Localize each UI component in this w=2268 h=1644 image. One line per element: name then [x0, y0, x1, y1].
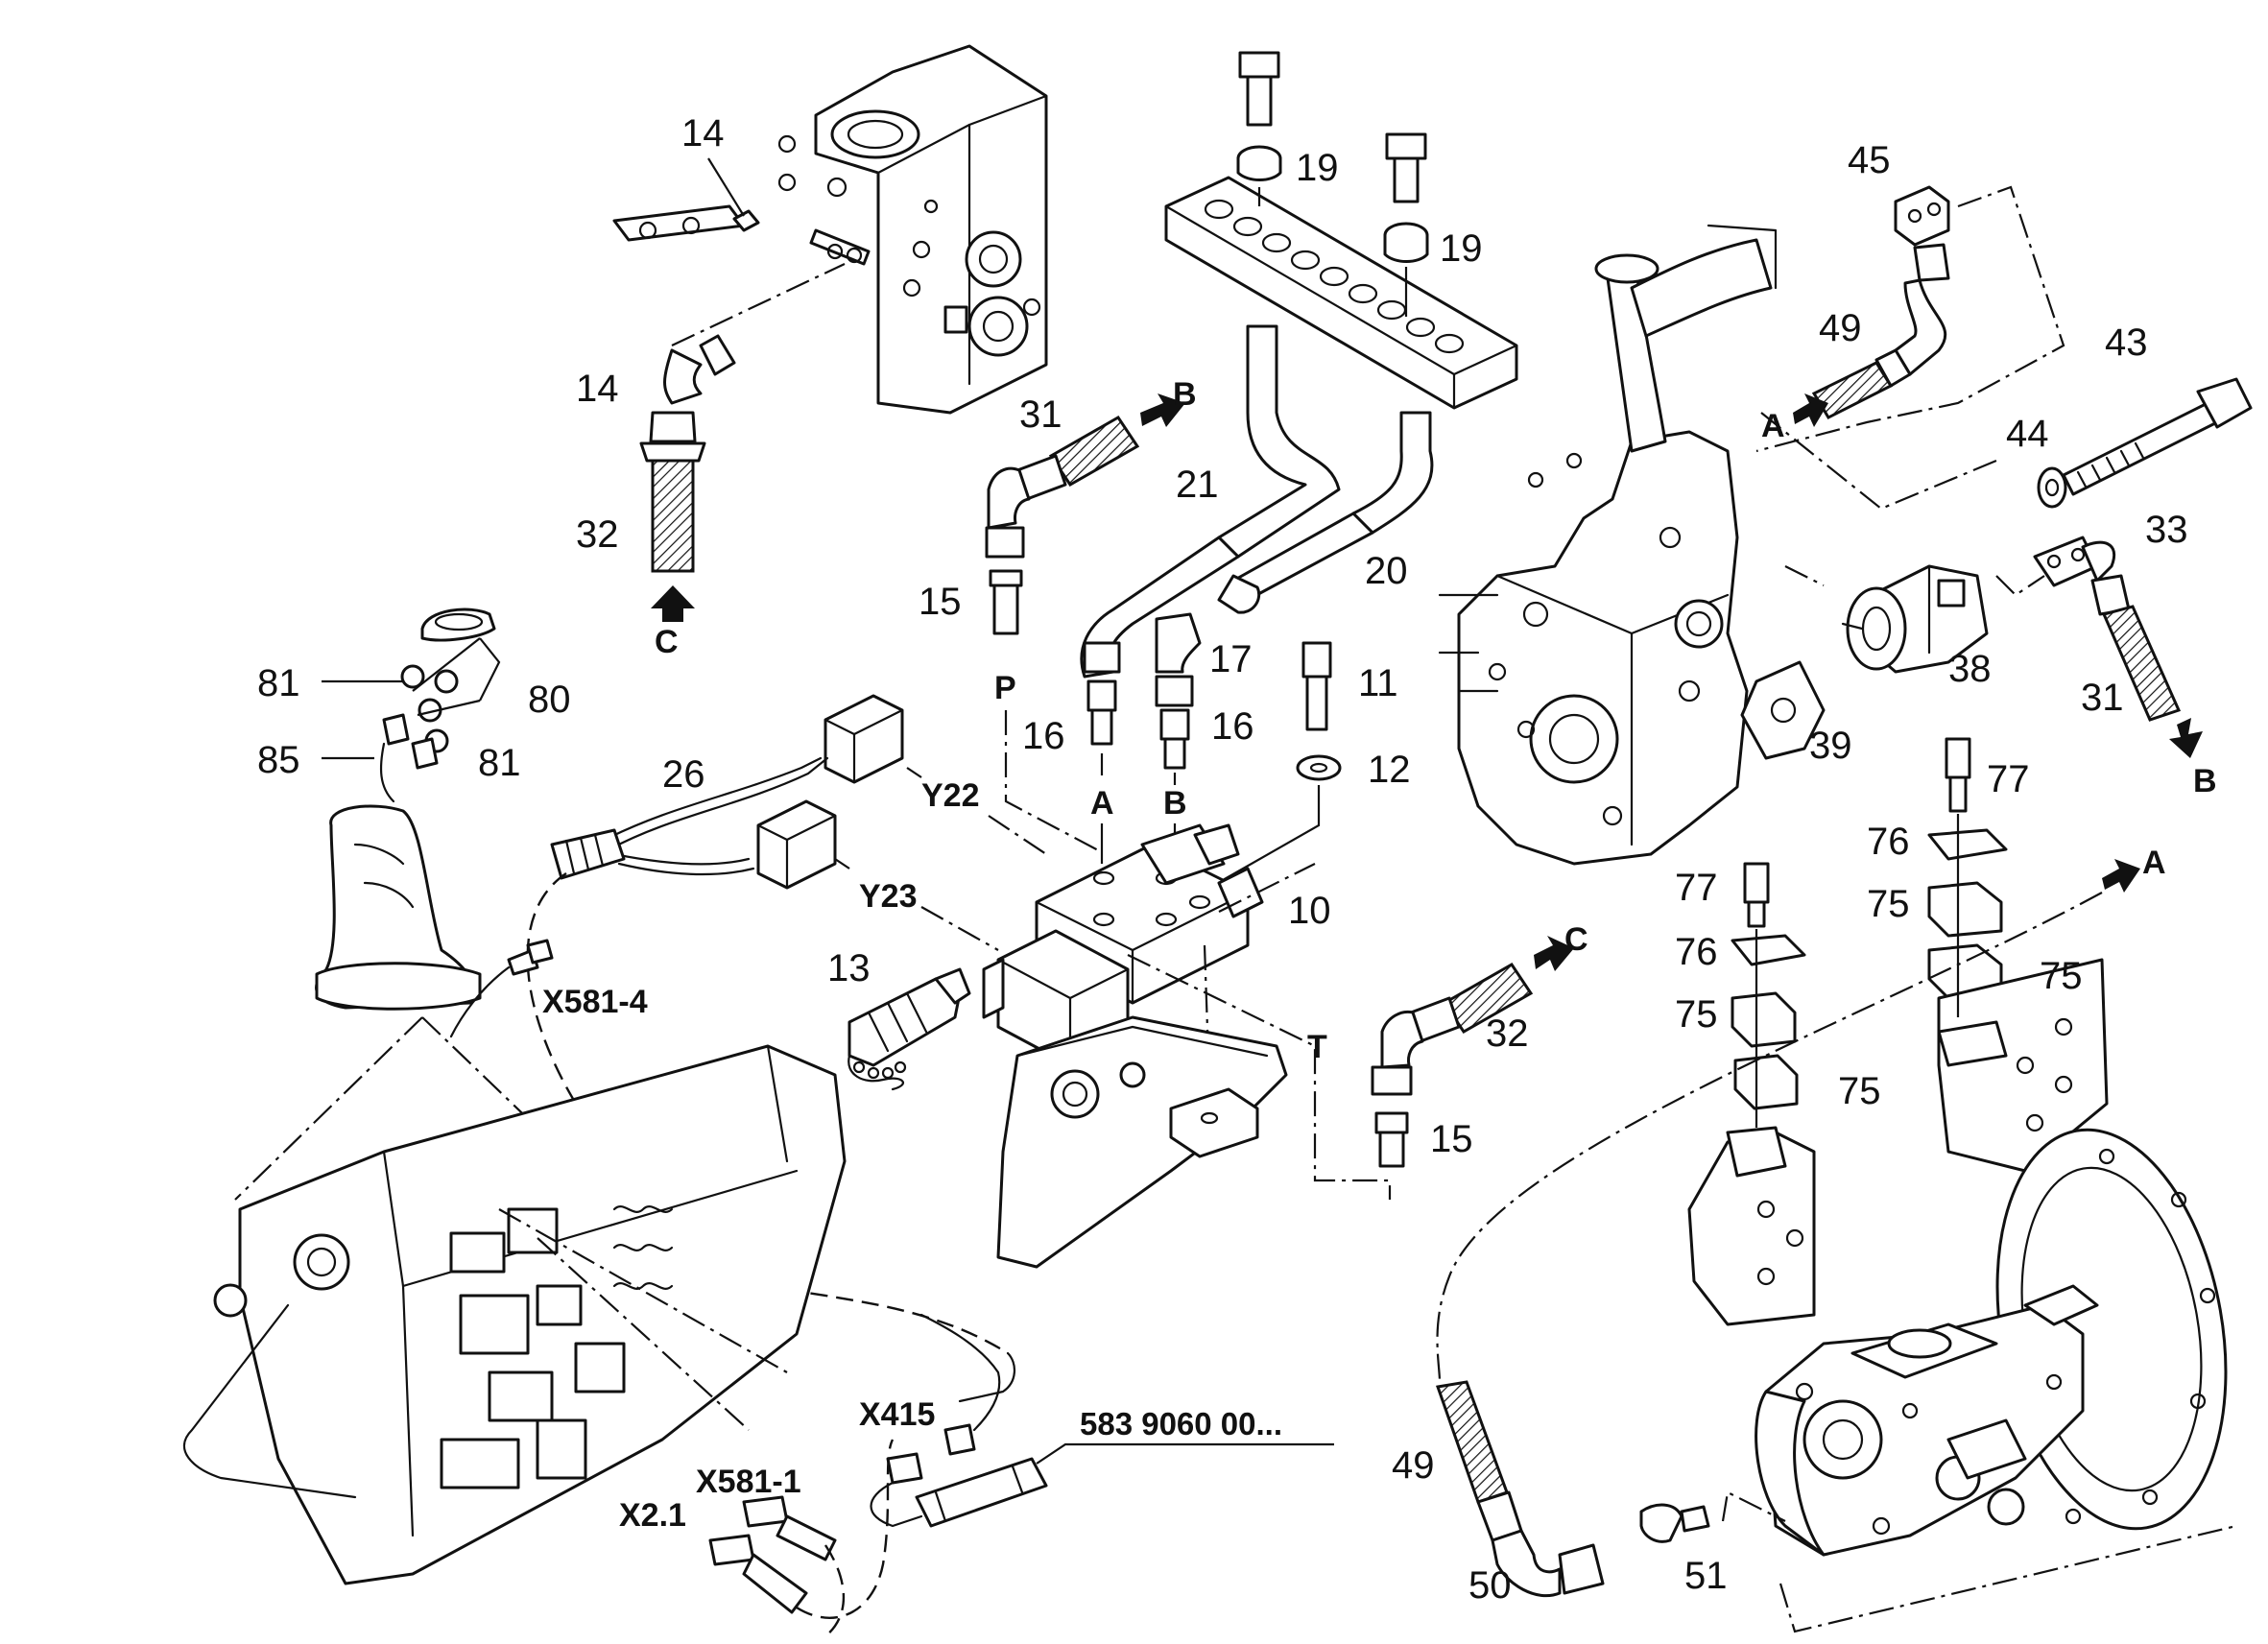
- arrow-a-right: [2102, 859, 2140, 893]
- main-pump-assembly: [1755, 1128, 2228, 1557]
- label-31-top: 31: [1019, 393, 1062, 436]
- label-33: 33: [2145, 509, 2188, 551]
- accumulator-13: [848, 967, 971, 1091]
- label-49-top: 49: [1819, 307, 1862, 349]
- label-85: 85: [257, 739, 300, 781]
- pressure-line-p: [1004, 710, 1103, 853]
- label-75-d: 75: [1838, 1070, 1881, 1112]
- label-x415: X415: [859, 1396, 935, 1433]
- label-49-bottom: 49: [1392, 1444, 1435, 1487]
- label-14-top: 14: [681, 112, 725, 155]
- label-39: 39: [1809, 725, 1852, 767]
- label-76-b: 76: [1675, 931, 1718, 973]
- valve-bracket: [996, 1015, 1288, 1269]
- joystick-group: [234, 608, 663, 1249]
- label-13: 13: [827, 947, 871, 989]
- label-77-b: 77: [1675, 867, 1718, 909]
- label-80: 80: [528, 679, 571, 721]
- label-50: 50: [1468, 1564, 1512, 1607]
- manifold-holes: [1204, 199, 1465, 354]
- label-15-top: 15: [919, 581, 962, 623]
- tag-b-port: B: [1163, 785, 1187, 822]
- label-81-a: 81: [257, 662, 300, 704]
- hose-49-bottom: [1435, 1380, 2237, 1633]
- return-line-t: [1127, 954, 1392, 1200]
- tag-a-top: A: [1761, 408, 1785, 444]
- control-box: [182, 1044, 847, 1585]
- label-x581-1: X581-1: [696, 1464, 801, 1500]
- fittings-16-17: [1083, 612, 1202, 883]
- label-12: 12: [1368, 749, 1411, 791]
- tag-b-top: B: [1173, 376, 1197, 413]
- label-x581-4: X581-4: [542, 984, 648, 1020]
- label-75-b: 75: [2040, 955, 2083, 997]
- pump-38-group: [1740, 377, 2253, 760]
- screw-11-washer-12: [1208, 641, 1342, 889]
- label-19-b: 19: [1440, 227, 1483, 270]
- label-77-a: 77: [1987, 758, 2030, 800]
- engine-assembly: [1438, 224, 1778, 866]
- cable-26: [526, 694, 1047, 1403]
- suction-line-a: [1436, 892, 2103, 1383]
- label-11: 11: [1358, 662, 1398, 704]
- hose-49-top: [1755, 185, 2065, 453]
- label-part-number: 583 9060 00...: [1080, 1406, 1282, 1441]
- label-31-right: 31: [2081, 677, 2124, 719]
- hose-32-mid: [1371, 936, 1574, 1168]
- tag-t-port: T: [1307, 1029, 1327, 1065]
- label-26: 26: [662, 753, 705, 796]
- label-y22: Y22: [921, 777, 980, 814]
- label-10: 10: [1288, 890, 1331, 932]
- label-76-a: 76: [1867, 821, 1910, 863]
- label-20: 20: [1365, 550, 1408, 592]
- label-75-a: 75: [1867, 883, 1910, 925]
- tag-c-left: C: [655, 624, 679, 660]
- label-16-a: 16: [1022, 715, 1065, 757]
- label-51: 51: [1684, 1555, 1728, 1597]
- label-15-mid: 15: [1430, 1118, 1473, 1160]
- label-x2-1: X2.1: [619, 1497, 686, 1534]
- label-17: 17: [1209, 638, 1253, 680]
- tag-a-port: A: [1090, 785, 1114, 822]
- connector-cable-set: [708, 1313, 1334, 1637]
- tag-a-right: A: [2142, 845, 2166, 881]
- label-19-a: 19: [1296, 147, 1339, 189]
- label-16-b: 16: [1211, 705, 1254, 748]
- label-32-mid: 32: [1486, 1013, 1529, 1055]
- hose-31-top: [985, 393, 1185, 635]
- support-stack-left: [1687, 862, 1816, 1326]
- tag-b-right: B: [2193, 763, 2217, 799]
- callout-labels: 14 14 19 19 45 49 43 44 31 21 32 20 33 1…: [257, 112, 2188, 1607]
- label-44: 44: [2006, 413, 2049, 455]
- label-21: 21: [1176, 464, 1219, 506]
- tag-c-mid: C: [1564, 921, 1588, 958]
- label-38: 38: [1948, 648, 1992, 690]
- elbow-14-and-hose-32: [639, 334, 736, 622]
- label-32-left: 32: [576, 513, 619, 556]
- connector-labels: Y22 Y23 X581-4 X415 X581-1 X2.1 583 9060…: [542, 777, 1282, 1534]
- label-43: 43: [2105, 322, 2148, 364]
- tag-p-port: P: [994, 670, 1016, 706]
- tank-block: [612, 44, 1048, 415]
- label-y23: Y23: [859, 878, 918, 915]
- label-45: 45: [1848, 139, 1891, 181]
- label-81-b: 81: [478, 742, 521, 784]
- label-75-c: 75: [1675, 993, 1718, 1036]
- manifold-bar: [1080, 51, 1518, 679]
- label-14-left: 14: [576, 368, 619, 410]
- port-tags: C B A B P A B T C A: [655, 376, 2217, 1065]
